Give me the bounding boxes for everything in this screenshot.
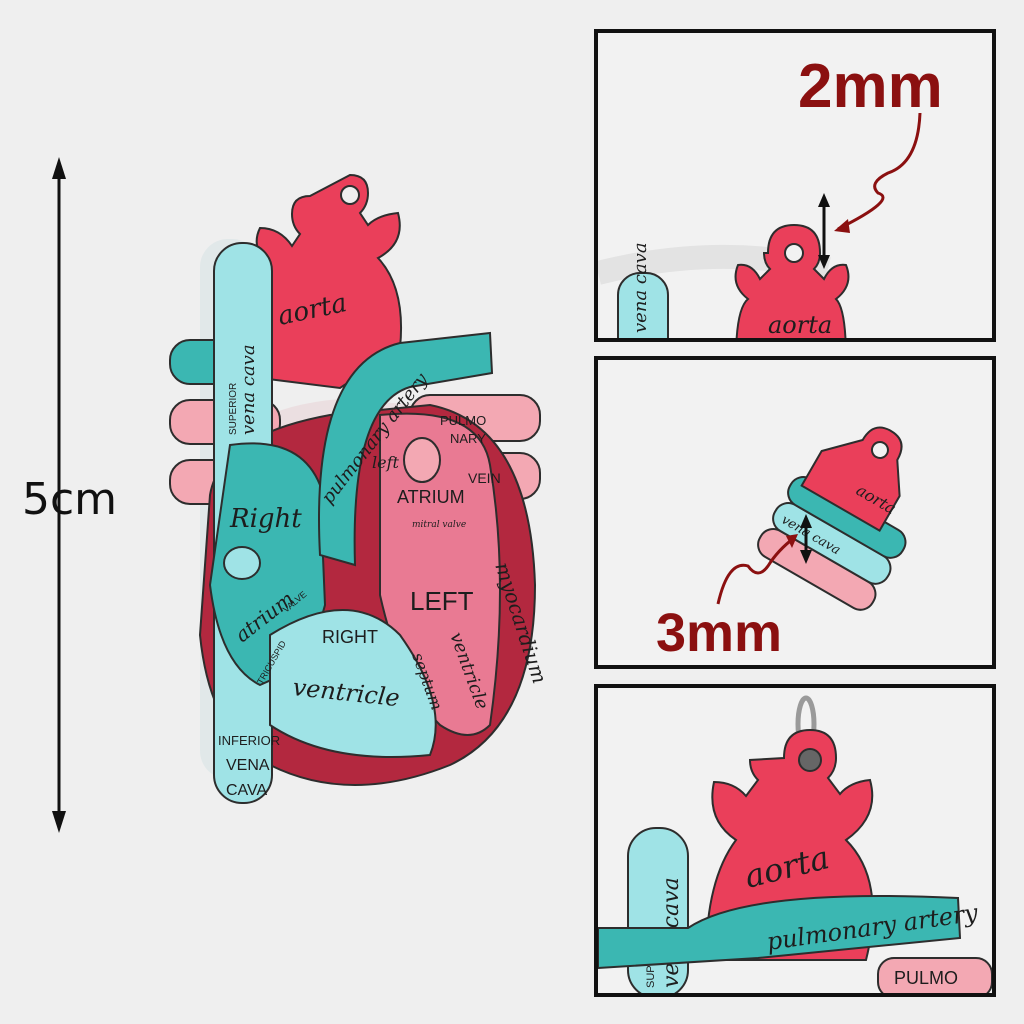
right-ventricle: [269, 609, 437, 758]
panel1-aorta: [734, 223, 850, 338]
keyring-hole: [340, 185, 360, 205]
inferior-cava-label: CAVA: [226, 782, 268, 799]
thickness-label: 3mm: [656, 603, 783, 663]
pulmonary-vein-label-1: PULMO: [440, 413, 486, 428]
left-label: left: [372, 453, 400, 472]
heart-keychain: aorta SUPERIOR vena cava pulmonary arter…: [169, 173, 550, 804]
panel1-vena-cava-label: vena cava: [630, 242, 651, 333]
height-label: 5cm: [22, 474, 118, 525]
pulmonary-vein-label-2: NARY: [450, 431, 486, 446]
right-label: Right: [229, 504, 302, 534]
detail-panel-keyring: SUPERIOR vena cava aorta pulmonary arter…: [594, 684, 996, 997]
right-ventricle-caps-label: RIGHT: [322, 627, 378, 647]
panel3-pulmonary-vein-label: PULMO: [894, 968, 958, 988]
inferior-vena-label: VENA: [226, 757, 270, 774]
detail-panel-thickness: vena cava aorta 3mm: [594, 356, 996, 669]
vena-cava-label: vena cava: [238, 344, 259, 435]
height-dimension-arrow: [52, 157, 66, 833]
panel3-pulmonary-artery: [598, 895, 962, 970]
loop-size-label: 2mm: [798, 52, 943, 121]
pulmonary-vein-label-3: VEIN: [468, 470, 501, 486]
left-atrium-label: ATRIUM: [397, 487, 465, 507]
pulmonary-artery: [318, 331, 494, 567]
left-ventricle-caps-label: LEFT: [410, 586, 474, 616]
mitral-valve-label: mitral valve: [412, 520, 466, 530]
panel1-aorta-label: aorta: [768, 311, 832, 338]
superior-label: SUPERIOR: [228, 383, 239, 435]
detail-panel-loop-size: vena cava aorta 2mm: [594, 29, 996, 342]
inferior-label: INFERIOR: [218, 733, 280, 748]
panel1-keyring-hole: [784, 243, 804, 263]
